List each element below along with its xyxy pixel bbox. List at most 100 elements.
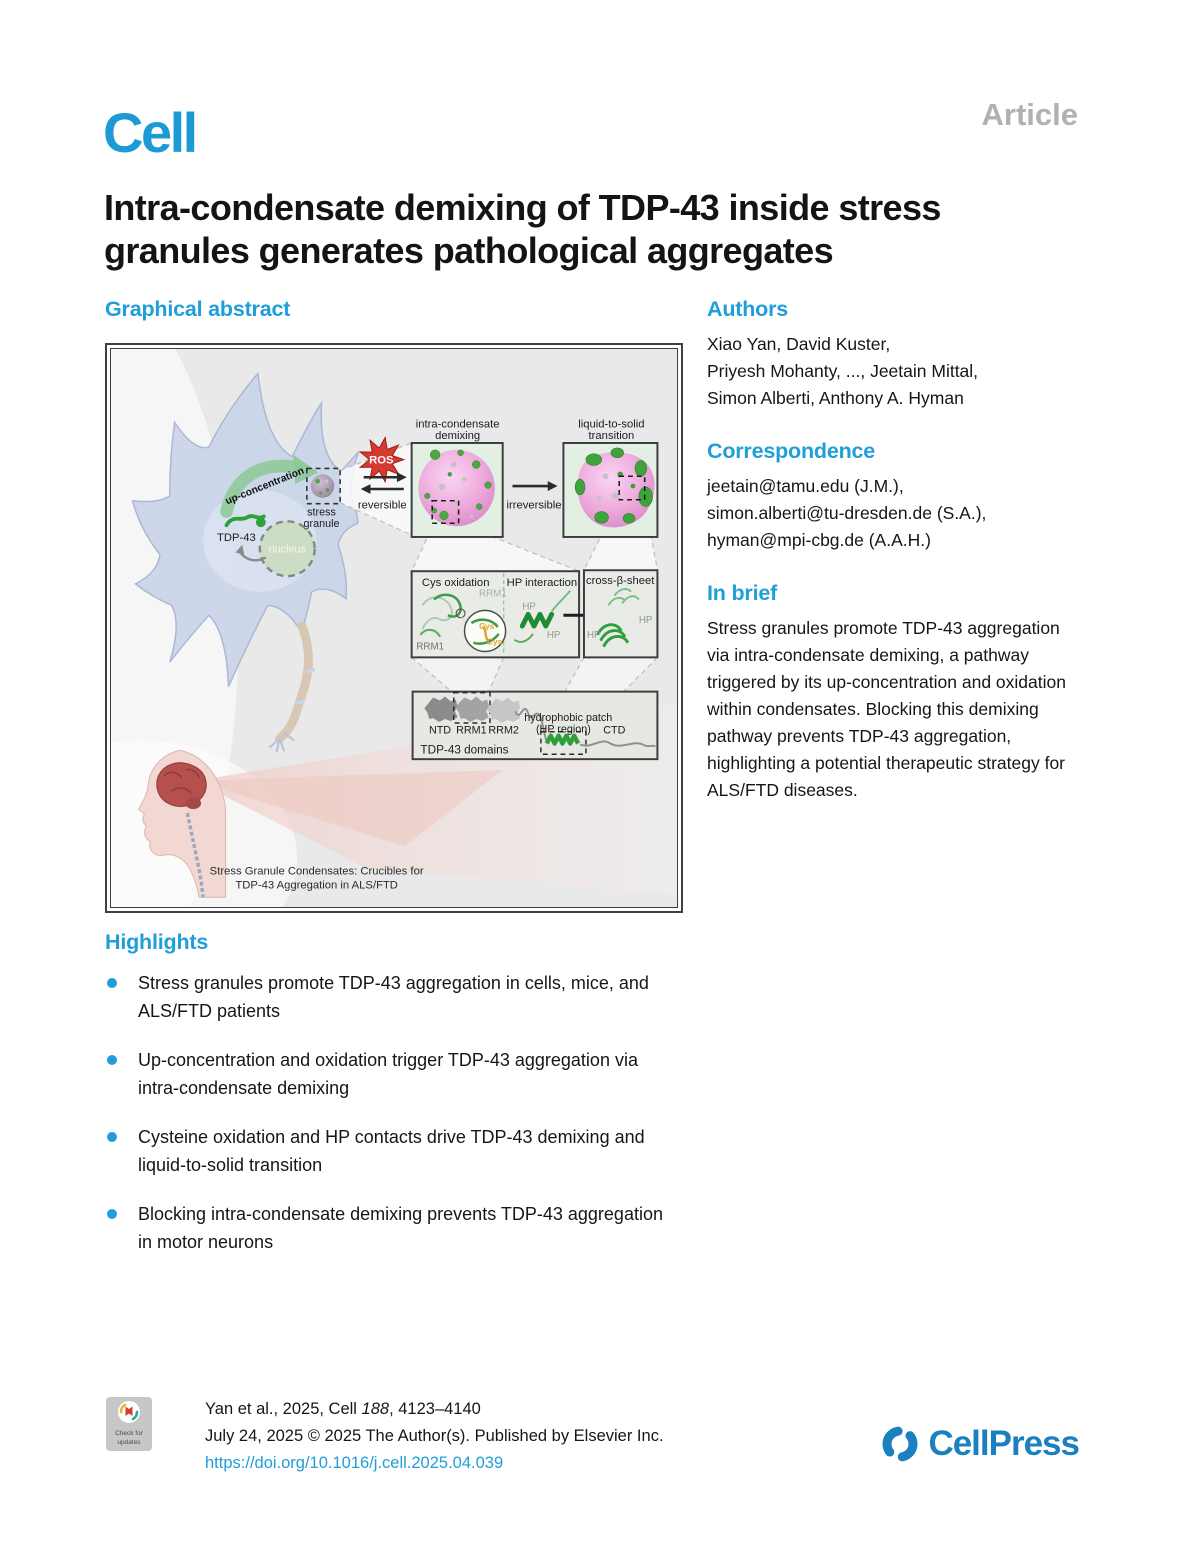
citation-volume: 188 (361, 1400, 390, 1418)
bullet-icon (107, 1055, 117, 1065)
correspondence-heading: Correspondence (707, 439, 876, 463)
axon (275, 621, 313, 744)
rrm1-top-label: RRM1 (479, 589, 507, 600)
axon-terminal (268, 731, 295, 753)
panel-mechanism: Cys oxidation HP interaction Cys (410, 570, 581, 659)
ros-burst-icon: ROS (358, 436, 406, 484)
hp-patch-label-line2: (HP region) (536, 724, 591, 736)
correspondence-email-3[interactable]: hyman@mpi-cbg.de (A.A.H.) (707, 530, 931, 550)
highlight-item: Stress granules promote TDP-43 aggregati… (105, 969, 673, 1025)
highlight-item: Blocking intra-condensate demixing preve… (105, 1200, 673, 1256)
hp-interaction-title: HP interaction (507, 577, 577, 589)
hp-label-2: HP (547, 630, 561, 641)
hp-label-3: HP (587, 630, 601, 641)
nucleus: nucleus (258, 520, 316, 578)
cys-label-1: Cys (479, 621, 495, 631)
rrm1-bottom-label: RRM1 (416, 642, 444, 653)
authors-block: Authors Xiao Yan, David Kuster, Priyesh … (707, 297, 1087, 412)
citation-prefix: Yan et al., 2025, Cell (205, 1400, 362, 1418)
stress-granule-label-line2: granule (304, 518, 340, 530)
page-title: Intra-condensate demixing of TDP-43 insi… (104, 186, 1104, 272)
highlight-text: Stress granules promote TDP-43 aggregati… (138, 973, 649, 1021)
hp-patch-label-line1: hydrophobic patch (524, 712, 612, 724)
doi-link[interactable]: https://doi.org/10.1016/j.cell.2025.04.0… (205, 1454, 504, 1472)
authors-line: Priyesh Mohanty, ..., Jeetain Mittal, (707, 361, 979, 381)
rrm1-label: RRM1 (456, 725, 487, 737)
crossmark-icon (118, 1401, 140, 1423)
panel-transition-title-line1: liquid-to-solid (578, 418, 644, 430)
page-title-line1: Intra-condensate demixing of TDP-43 insi… (104, 187, 941, 228)
tdp43-label: TDP-43 (217, 532, 256, 544)
panel-demixing-title-line1: intra-condensate (416, 418, 500, 430)
irreversible-label: irreversible (507, 500, 562, 512)
bullet-icon (107, 1209, 117, 1219)
tdp43-domains-label: TDP-43 domains (420, 743, 508, 756)
authors-line: Simon Alberti, Anthony A. Hyman (707, 388, 964, 408)
spinal-cord (185, 812, 205, 898)
cellpress-icon (882, 1426, 918, 1462)
ctd-label: CTD (603, 725, 625, 737)
bullet-icon (107, 1132, 117, 1142)
correspondence-email-1[interactable]: jeetain@tamu.edu (J.M.), (707, 476, 904, 496)
hp-label-1: HP (522, 601, 536, 612)
highlight-text: Blocking intra-condensate demixing preve… (138, 1204, 663, 1252)
cross-beta-sheet-title: cross-β-sheet (586, 575, 655, 587)
panel-transition-title-line2: transition (589, 430, 635, 442)
irreversible-arrow: irreversible (507, 481, 562, 512)
ntd-label: NTD (429, 725, 451, 737)
cys-label-2: Cys (487, 637, 503, 647)
citation-line: Yan et al., 2025, Cell 188, 4123–4140 (205, 1396, 664, 1423)
graphical-abstract-figure: nucleus TDP-43 up-concentration (105, 343, 683, 913)
citation-block: Yan et al., 2025, Cell 188, 4123–4140 Ju… (205, 1396, 664, 1477)
stress-granule-label-line1: stress (307, 506, 336, 518)
figure-caption-line1: Stress Granule Condensates: Crucibles fo… (210, 866, 424, 878)
authors-line: Xiao Yan, David Kuster, (707, 334, 891, 354)
cellpress-wordmark: CellPress (928, 1424, 1080, 1463)
badge-label-line2: updates (117, 1438, 141, 1446)
stress-granule: stress granule (304, 467, 341, 530)
bullet-icon (107, 978, 117, 988)
page-title-line2: granules generates pathological aggregat… (104, 230, 834, 271)
correspondence-email-2[interactable]: simon.alberti@tu-dresden.de (S.A.), (707, 503, 987, 523)
rrm2-domain (487, 697, 521, 723)
badge-label-line1: Check for (115, 1430, 143, 1437)
cys-oxidation-title: Cys oxidation (422, 577, 490, 589)
tdp43-protein: TDP-43 (217, 514, 267, 562)
highlight-text: Cysteine oxidation and HP contacts drive… (138, 1127, 645, 1175)
panel-intra-condensate-demixing: intra-condensate demixing (410, 418, 504, 538)
panel-liquid-to-solid: liquid-to-solid transition (562, 418, 659, 538)
cellpress-logo[interactable]: CellPress (880, 1424, 1080, 1464)
rrm1-domain (455, 696, 489, 722)
in-brief-block: In brief Stress granules promote TDP-43 … (707, 581, 1087, 804)
highlights-heading: Highlights (105, 930, 209, 954)
citation-suffix: , 4123–4140 (389, 1400, 481, 1418)
highlight-item: Cysteine oxidation and HP contacts drive… (105, 1123, 673, 1179)
reversible-arrows: reversible (358, 472, 407, 512)
authors-heading: Authors (707, 297, 789, 321)
cell-journal-logo[interactable]: Cell (103, 101, 198, 164)
reversible-label: reversible (358, 500, 407, 512)
figure-caption-line2: TDP-43 Aggregation in ALS/FTD (235, 879, 398, 891)
highlights-section: Highlights Stress granules promote TDP-4… (105, 930, 705, 1277)
article-type-label: Article (981, 97, 1078, 132)
check-for-updates-badge[interactable]: Check for updates (106, 1397, 152, 1451)
cys-oxidation-illustration: Cys Cys RRM1 RRM1 (416, 589, 506, 653)
publication-line: July 24, 2025 © 2025 The Author(s). Publ… (205, 1427, 664, 1445)
graphical-abstract-canvas: nucleus TDP-43 up-concentration (110, 348, 678, 908)
human-head-illustration (137, 749, 227, 898)
graphical-abstract-heading: Graphical abstract (105, 297, 291, 321)
tdp43-domains-box: NTD RRM1 RRM2 hydrophobic patch (HP regi… (411, 690, 659, 761)
in-brief-text: Stress granules promote TDP-43 aggregati… (707, 618, 1066, 800)
hp-label-4: HP (639, 615, 653, 626)
in-brief-heading: In brief (707, 581, 778, 605)
hp-interaction-illustration: HP HP (513, 590, 572, 643)
highlight-text: Up-concentration and oxidation trigger T… (138, 1050, 638, 1098)
rrm2-label: RRM2 (488, 725, 519, 737)
cerebellum (185, 797, 202, 810)
highlight-item: Up-concentration and oxidation trigger T… (105, 1046, 673, 1102)
panel-cross-beta-sheet: cross-β-sheet HP HP (582, 569, 659, 659)
graphical-abstract-svg: nucleus TDP-43 up-concentration (111, 349, 677, 907)
ntd-domain (424, 696, 458, 722)
hp-helix (544, 733, 581, 746)
